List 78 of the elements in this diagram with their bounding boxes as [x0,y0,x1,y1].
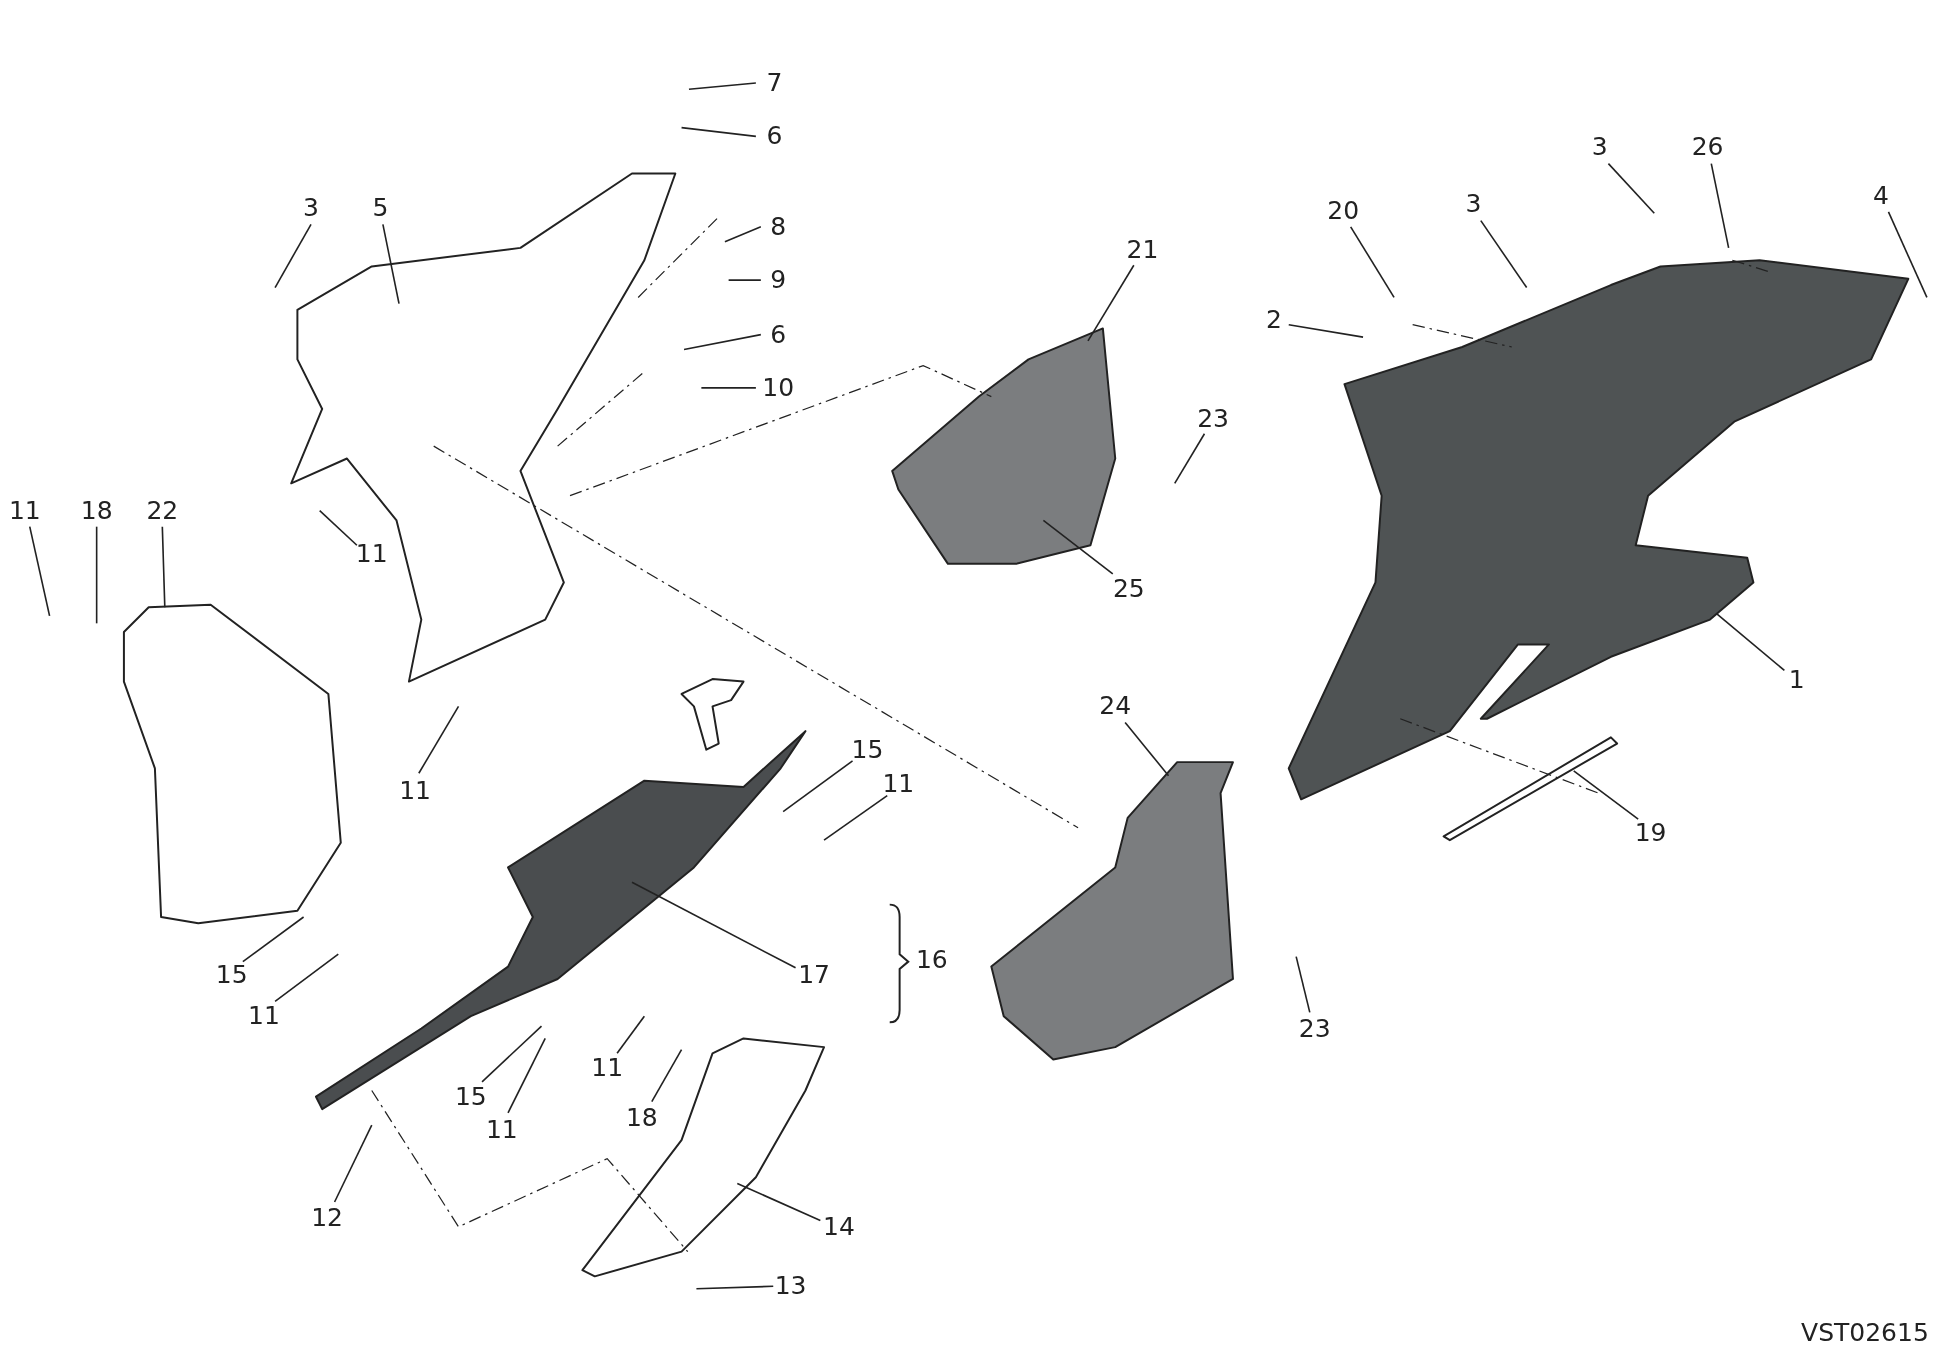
leader-line [736,1182,822,1222]
callout-number: 11 [882,770,915,799]
leader-line [700,387,757,389]
callout-number: 24 [1099,692,1132,721]
callout-number: 19 [1634,818,1667,847]
callout-number: 1 [1788,666,1805,695]
callout-number: 4 [1873,181,1889,210]
leader-line [1480,219,1528,289]
callout-number: 3 [1591,133,1608,162]
leader-line [1295,955,1311,1014]
leader-line [1715,612,1786,672]
drawing-number: VST02615 [1801,1319,1929,1348]
callout-number: 7 [766,69,783,97]
callout-number: 15 [215,961,248,990]
leader-line [1572,770,1639,820]
leader-line [382,223,400,305]
callout-number: 26 [1691,133,1724,162]
callout-number: 23 [1298,1014,1331,1043]
callout-number: 13 [774,1272,807,1301]
leader-line [1087,264,1135,342]
callout-number: 15 [851,735,884,764]
leader-line [1173,432,1206,485]
leader-line [274,223,312,289]
callout-number: 25 [1112,574,1145,603]
callout-number: 6 [766,122,783,151]
callout-number: 2 [1265,305,1282,334]
leader-line [481,1025,543,1083]
leader-line [724,226,762,243]
callout-number: 22 [146,496,179,525]
callout-number: 11 [399,776,431,805]
callout-number: 23 [1197,404,1230,433]
leader-line [727,279,762,281]
callout-number: 11 [8,496,41,525]
callout-number: 11 [248,1002,280,1031]
callout-number: 8 [770,212,787,241]
callout-number: 20 [1327,196,1360,225]
callout-number: 3 [303,194,319,223]
leader-line [161,525,166,609]
leader-line [242,916,305,963]
callout-number: 14 [823,1212,855,1241]
leader-line [680,126,757,138]
leader-line [318,509,358,547]
callout-number: 12 [311,1204,344,1233]
callout-number: 21 [1126,236,1159,265]
callout-number: 17 [798,961,831,990]
leader-line [507,1037,547,1114]
leader-line [418,705,460,775]
leader-line [1607,162,1656,214]
leader-line [651,1048,683,1103]
leader-line [1710,162,1730,249]
leader-line [823,794,889,841]
callout-number: 15 [454,1082,487,1111]
leader-line [631,881,797,969]
leader-line [1887,211,1928,299]
callout-number: 16 [915,946,948,975]
leader-line [688,82,757,91]
leader-line [1287,323,1364,338]
callout-number: 18 [80,496,113,525]
callout-number: 3 [1465,190,1482,219]
callout-number: 11 [355,539,388,568]
leader-line [1349,226,1395,299]
leader-line [95,525,98,625]
callout-number: 10 [762,373,795,402]
leader-line [1124,721,1170,777]
callout-number: 18 [625,1103,658,1132]
leader-line [28,525,51,617]
leader-line [782,760,854,813]
leader-line [1042,519,1114,575]
leader-line [683,333,762,351]
leader-line [616,1015,646,1055]
callout-number: 11 [591,1054,624,1083]
leader-line [274,953,340,1003]
callout-number: 11 [485,1116,518,1145]
callout-number: 5 [372,194,389,223]
leader-line [695,1285,775,1290]
callout-number: 9 [770,266,787,295]
leader-line [333,1124,373,1203]
callout-number: 6 [770,320,787,349]
